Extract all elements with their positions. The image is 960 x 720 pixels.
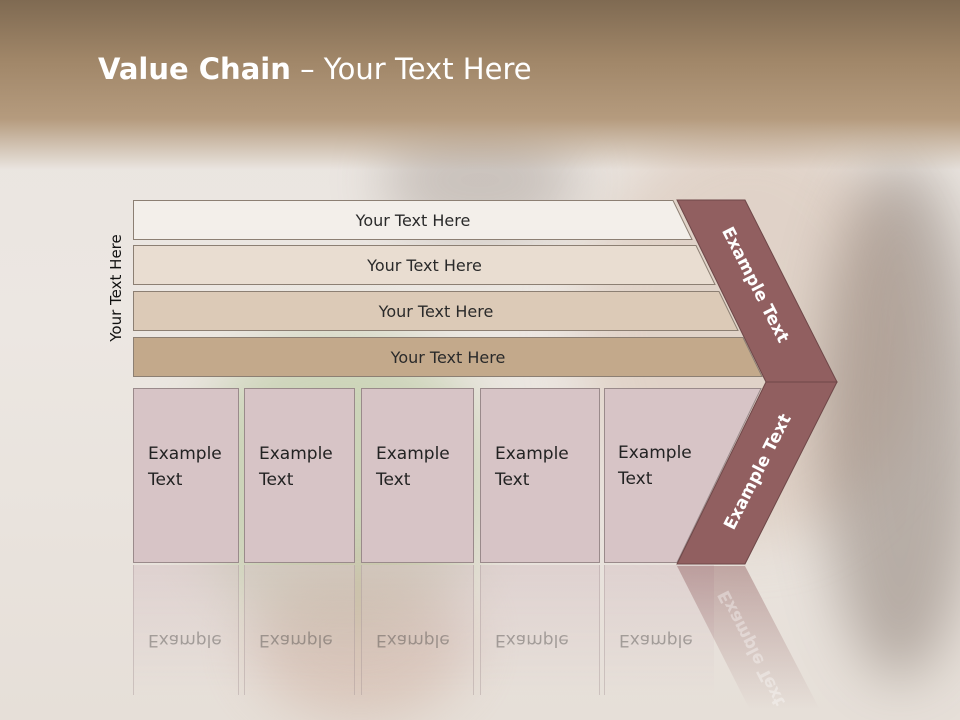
bar-3: Your Text Here — [133, 291, 739, 331]
example-card-4: Example Text — [480, 388, 600, 563]
slide-title: Value Chain – Your Text Here — [98, 52, 532, 86]
card-2-line2: Text — [259, 470, 294, 490]
example-card-2: Example Text — [244, 388, 355, 563]
card-5-line2: Text — [618, 469, 653, 489]
card-5-shape — [604, 388, 762, 563]
bar-1: Your Text Here — [133, 200, 693, 240]
header-band — [0, 0, 960, 170]
card-2-line1: Example — [259, 444, 333, 464]
bar-2: Your Text Here — [133, 245, 716, 285]
card-3-line1: Example — [376, 444, 450, 464]
example-card-3: Example Text — [361, 388, 474, 563]
card-4-line1: Example — [495, 444, 569, 464]
example-card-1: Example Text — [133, 388, 239, 563]
bar-4-label: Your Text Here — [390, 347, 506, 367]
title-rest: – Your Text Here — [290, 52, 532, 86]
card-1-line1: Example — [148, 444, 222, 464]
title-bold: Value Chain — [98, 52, 291, 86]
card-3-line2: Text — [376, 470, 411, 490]
bar-2-label: Your Text Here — [367, 255, 482, 275]
bar-1-label: Your Text Here — [355, 210, 471, 230]
bar-2-shape — [133, 245, 716, 285]
bar-4: Your Text Here — [133, 337, 763, 377]
card-4-reflection: Example — [480, 565, 600, 695]
bar-3-shape — [133, 291, 739, 331]
chevron-reflection — [677, 566, 820, 710]
card-4-line2: Text — [495, 470, 530, 490]
chevron-lower — [676, 381, 838, 565]
bar-3-label: Your Text Here — [378, 301, 494, 321]
card-1-line2: Text — [148, 470, 183, 490]
example-card-5: Example Text — [604, 388, 764, 563]
card-5-line1: Example — [618, 443, 692, 463]
bar-1-shape — [133, 200, 693, 240]
card-2-reflection: Example — [244, 565, 355, 695]
card-1-reflection: Example — [133, 565, 239, 695]
card-3-reflection: Example — [361, 565, 474, 695]
bar-4-shape — [133, 337, 763, 377]
